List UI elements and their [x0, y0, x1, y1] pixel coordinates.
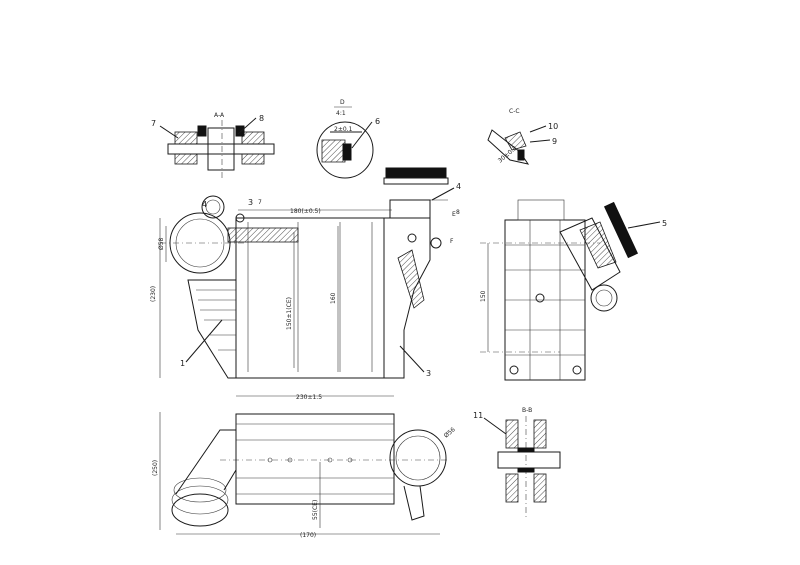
detail-d-scale: 4:1: [336, 110, 346, 117]
callout-4: 4: [456, 182, 461, 191]
front-inner-height: 150±1(CE): [286, 297, 293, 330]
front-bottom-dimension: 230±1.5: [296, 394, 322, 401]
seal-gasket: [383, 167, 449, 185]
front-mid-height: 160: [330, 292, 337, 304]
label-f: F: [450, 238, 454, 245]
callout-6: 6: [375, 117, 380, 126]
callout-3-front: 3: [248, 198, 253, 207]
plan-left-dimension: (250): [152, 460, 159, 476]
callout-1: 1: [180, 359, 185, 368]
callout-4-front: 4: [202, 200, 207, 209]
callout-7: 7: [151, 119, 156, 128]
plan-view: Ø56 (250) 55(CE) (170): [152, 412, 457, 539]
section-c-c-detail: C-C 30±0.3 10 9: [487, 108, 558, 165]
callout-8: 8: [259, 114, 264, 123]
section-a-a-detail: A-A 7 8: [151, 112, 275, 180]
side-height-dimension: 150: [480, 290, 487, 302]
detail-d-title: D: [340, 99, 345, 106]
front-top-dimension: 180(±0.5): [290, 208, 321, 215]
plan-pipe-diameter: Ø56: [443, 426, 457, 439]
plan-bottom-dimension: (170): [300, 532, 316, 539]
section-c-c-title: C-C: [509, 108, 520, 115]
front-pipe-diameter: Ø58: [158, 237, 165, 250]
section-b-b-title: B-B: [522, 407, 532, 414]
detail-d: D 4:1 2±0.1 6: [316, 99, 380, 179]
plan-inner-dimension: 55(CE): [312, 500, 319, 520]
front-left-dimension: (230): [150, 286, 157, 302]
callout-10: 10: [548, 122, 558, 131]
front-view: 180(±0.5) 4 3 (230) Ø58 150±1(CE): [150, 182, 461, 401]
callout-9: 9: [552, 137, 557, 146]
section-b-b-detail: B-B 11: [473, 407, 561, 520]
callout-7-front: 7: [258, 199, 262, 206]
side-view: 150 5: [480, 199, 667, 381]
callout-5: 5: [662, 219, 667, 228]
section-a-a-markers: 7 8: [258, 199, 460, 216]
section-a-a-title: A-A: [214, 112, 225, 119]
callout-11: 11: [473, 411, 483, 420]
callout-8-front: 8: [456, 209, 460, 216]
callout-3: 3: [426, 369, 431, 378]
label-e-f: E: [452, 211, 456, 218]
detail-d-dimension: 2±0.1: [334, 126, 353, 133]
